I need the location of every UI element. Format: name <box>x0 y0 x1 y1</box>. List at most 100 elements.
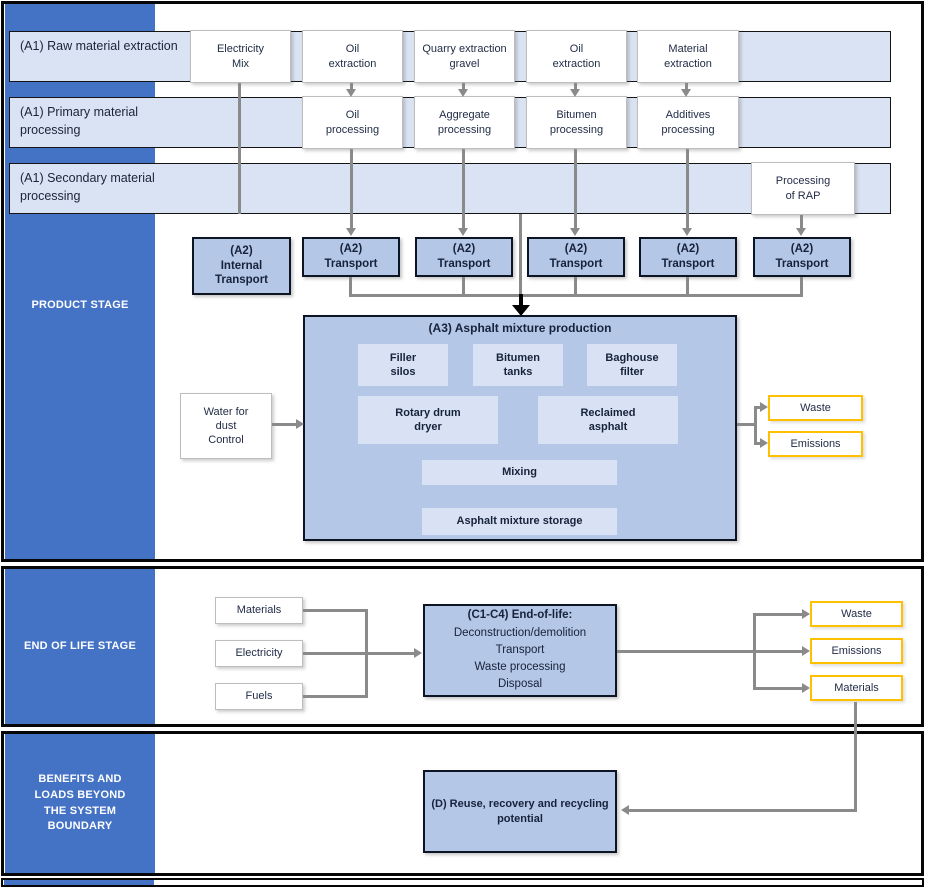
arrowhead-down <box>570 228 580 236</box>
unit-baghouse-filter: Baghouse filter <box>587 344 677 386</box>
connector <box>350 149 353 229</box>
box-oil-processing: Oil processing <box>302 96 403 149</box>
connector <box>303 652 415 655</box>
unit-asphalt-mixture-storage: Asphalt mixture storage <box>422 508 617 535</box>
connector <box>617 650 754 653</box>
box-transport-5: (A2) Transport <box>753 237 851 277</box>
box-transport-4: (A2) Transport <box>639 237 737 277</box>
box-eol-waste-output: Waste <box>810 601 903 627</box>
arrowhead-right <box>296 419 304 429</box>
unit-rotary-drum-dryer: Rotary drum dryer <box>358 396 498 444</box>
connector-materials-to-d <box>629 809 857 812</box>
arrowhead-right <box>760 438 768 448</box>
box-electricity-mix: Electricity Mix <box>190 30 291 83</box>
benefits-sidebar: BENEFITS AND LOADS BEYOND THE SYSTEM BOU… <box>5 734 155 873</box>
end-of-life-title: END OF LIFE STAGE <box>24 639 136 652</box>
box-end-of-life-process: (C1-C4) End-of-life: Deconstruction/demo… <box>423 604 617 697</box>
box-processing-of-rap: Processing of RAP <box>751 162 855 215</box>
benefits-section: BENEFITS AND LOADS BEYOND THE SYSTEM BOU… <box>1 731 924 876</box>
box-quarry-extraction: Quarry extraction gravel <box>414 30 515 83</box>
connector-out <box>737 423 757 426</box>
end-of-life-sidebar: END OF LIFE STAGE <box>5 569 155 724</box>
arrowhead-down <box>570 89 580 97</box>
box-oil-extraction-2: Oil extraction <box>526 30 627 83</box>
band-secondary-material-processing: (A1) Secondary material processing <box>9 163 891 214</box>
box-additives-processing: Additives processing <box>637 96 739 149</box>
product-stage-section: PRODUCT STAGE (A1) Raw material extracti… <box>1 1 924 562</box>
box-oil-extraction-1: Oil extraction <box>302 30 403 83</box>
box-reuse-recovery-recycling: (D) Reuse, recovery and recycling potent… <box>423 770 617 853</box>
arrowhead-down <box>458 89 468 97</box>
connector <box>350 83 353 90</box>
product-stage-sidebar: PRODUCT STAGE <box>5 4 155 559</box>
box-internal-transport: (A2) Internal Transport <box>192 237 291 295</box>
unit-bitumen-tanks: Bitumen tanks <box>473 344 563 386</box>
connector <box>753 613 803 616</box>
box-bitumen-processing: Bitumen processing <box>526 96 627 149</box>
connector <box>800 277 803 295</box>
connector <box>754 442 762 445</box>
box-waste-output: Waste <box>768 395 863 421</box>
box-asphalt-mixture-production: (A3) Asphalt mixture production Filler s… <box>303 315 737 541</box>
benefits-content: BENEFITS AND LOADS BEYOND THE SYSTEM BOU… <box>4 734 921 873</box>
arrowhead-down-black <box>512 305 530 316</box>
box-water-for-dust-control: Water for dust Control <box>180 393 272 459</box>
band-label: (A1) Raw material extraction <box>20 39 178 53</box>
connector <box>574 83 577 90</box>
cropped-next-sidebar <box>4 880 154 885</box>
arrowhead-right <box>802 683 810 693</box>
arrowhead-down <box>346 89 356 97</box>
end-of-life-process-title: (C1-C4) End-of-life: <box>467 609 573 622</box>
connector <box>303 695 367 698</box>
cropped-next-section <box>1 878 924 887</box>
arrowhead-right <box>802 646 810 656</box>
arrowhead-down <box>681 89 691 97</box>
connector-electricity-down <box>238 83 241 214</box>
connector <box>753 687 803 690</box>
end-of-life-process-steps: Deconstruction/demolition Transport Wast… <box>453 626 587 691</box>
box-materials-input: Materials <box>215 597 303 624</box>
connector <box>686 149 689 229</box>
product-stage-content: PRODUCT STAGE (A1) Raw material extracti… <box>4 4 921 559</box>
band-label: (A1) Secondary material processing <box>20 171 155 204</box>
connector <box>754 406 762 409</box>
arrowhead-down <box>458 228 468 236</box>
unit-mixing: Mixing <box>422 460 617 485</box>
box-emissions-output: Emissions <box>768 431 863 457</box>
end-of-life-section: END OF LIFE STAGE Materials Electricity … <box>1 566 924 727</box>
arrowhead-right <box>802 609 810 619</box>
connector-materials-to-d <box>854 702 857 812</box>
connector-center <box>519 214 522 294</box>
box-eol-emissions-output: Emissions <box>810 638 903 664</box>
arrowhead-right <box>760 402 768 412</box>
connector <box>303 609 367 612</box>
connector <box>686 277 689 295</box>
box-transport-1: (A2) Transport <box>302 237 400 277</box>
connector-collector <box>349 294 803 297</box>
arrowhead-down <box>796 228 806 236</box>
end-of-life-content: END OF LIFE STAGE Materials Electricity … <box>4 569 921 724</box>
unit-reclaimed-asphalt: Reclaimed asphalt <box>538 396 678 444</box>
production-title: (A3) Asphalt mixture production <box>428 321 612 335</box>
box-aggregate-processing: Aggregate processing <box>414 96 515 149</box>
connector-into-production <box>519 294 523 306</box>
box-transport-2: (A2) Transport <box>415 237 513 277</box>
box-fuels-input: Fuels <box>215 683 303 710</box>
connector <box>800 215 803 229</box>
arrowhead-left <box>621 805 629 815</box>
connector <box>685 83 688 90</box>
box-transport-3: (A2) Transport <box>527 237 625 277</box>
connector <box>462 149 465 229</box>
product-stage-title: PRODUCT STAGE <box>31 299 129 311</box>
connector <box>574 277 577 295</box>
connector-water <box>272 423 297 426</box>
box-electricity-input: Electricity <box>215 640 303 667</box>
connector <box>753 650 803 653</box>
band-label: (A1) Primary material processing <box>20 105 139 138</box>
box-material-extraction: Material extraction <box>637 30 739 83</box>
arrowhead-down <box>682 228 692 236</box>
box-eol-materials-output: Materials <box>810 675 903 701</box>
connector <box>462 83 465 90</box>
connector <box>462 277 465 295</box>
